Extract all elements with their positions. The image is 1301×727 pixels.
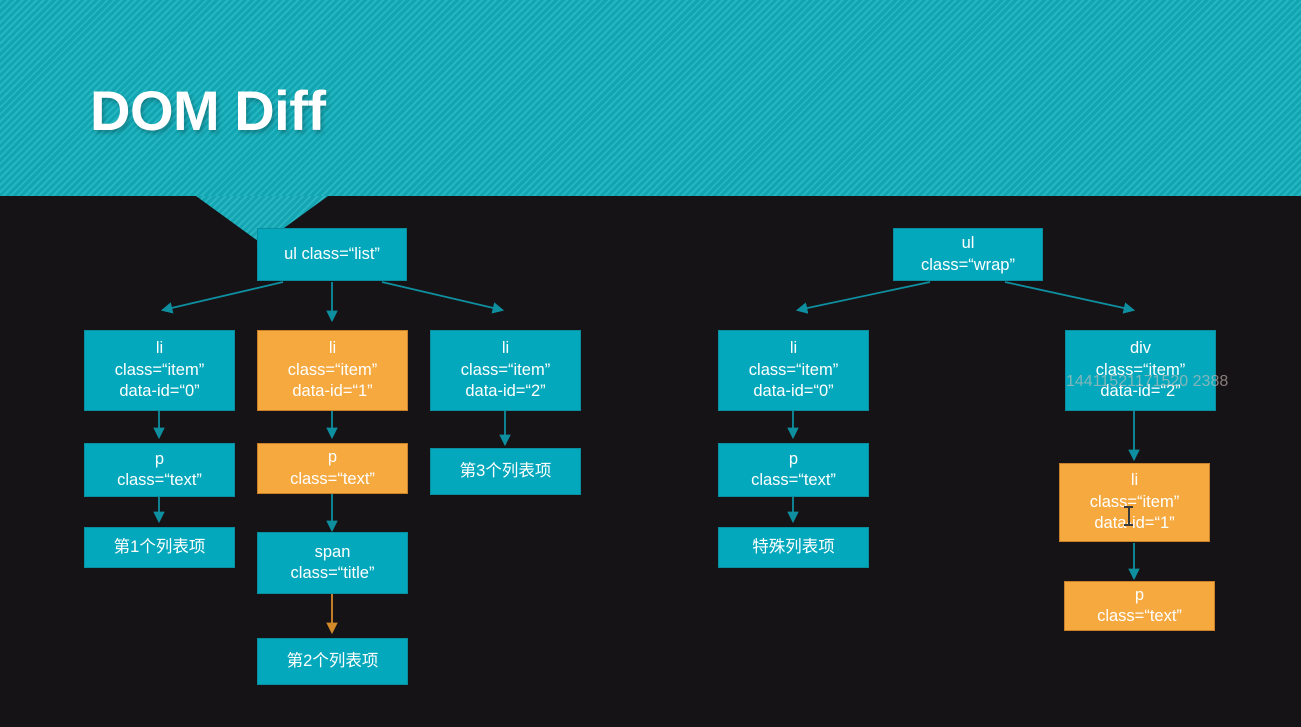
node-li-item-1-right[interactable]: li class=“item” data-id=“1” [1059,463,1210,542]
node-label: p class=“text” [751,449,836,489]
node-p-text-1-left[interactable]: p class=“text” [257,443,408,494]
node-text-item-3[interactable]: 第3个列表项 [430,448,581,495]
node-text-item-1[interactable]: 第1个列表项 [84,527,235,568]
page-title: DOM Diff [90,79,326,142]
text-cursor-icon [1124,506,1133,526]
node-ul-wrap[interactable]: ul class=“wrap” [893,228,1043,281]
node-label: li class=“item” data-id=“1” [1089,471,1180,533]
node-label: span class=“title” [290,542,375,582]
node-label: p class=“text” [290,448,375,488]
node-label: 第2个列表项 [286,651,379,670]
node-label: li class=“item” data-id=“0” [748,339,839,401]
node-label: 第3个列表项 [459,461,552,480]
node-p-text-0-right[interactable]: p class=“text” [718,443,869,497]
watermark-text: 14411521171520 2388 [1066,373,1229,390]
header-banner [0,0,1301,196]
node-label: p class=“text” [117,449,202,489]
node-p-text-0-left[interactable]: p class=“text” [84,443,235,497]
node-div-item-2-right[interactable]: div class=“item” data-id=“2” [1065,330,1216,411]
node-li-item-0-right[interactable]: li class=“item” data-id=“0” [718,330,869,411]
node-label: ul class=“wrap” [921,234,1015,274]
node-li-item-0-left[interactable]: li class=“item” data-id=“0” [84,330,235,411]
node-label: 特殊列表项 [752,537,835,556]
node-text-item-2[interactable]: 第2个列表项 [257,638,408,685]
node-label: p class=“text” [1097,585,1182,625]
node-label: li class=“item” data-id=“0” [114,339,205,401]
node-label: 第1个列表项 [113,537,206,556]
node-label: div class=“item” data-id=“2” [1095,339,1186,401]
node-label: li class=“item” data-id=“1” [287,339,378,401]
node-li-item-1-left[interactable]: li class=“item” data-id=“1” [257,330,408,411]
node-label: ul class=“list” [284,244,380,263]
node-text-special[interactable]: 特殊列表项 [718,527,869,568]
node-label: li class=“item” data-id=“2” [460,339,551,401]
node-span-title[interactable]: span class=“title” [257,532,408,594]
node-li-item-2-left[interactable]: li class=“item” data-id=“2” [430,330,581,411]
node-ul-list[interactable]: ul class=“list” [257,228,407,281]
node-p-text-1-right[interactable]: p class=“text” [1064,581,1215,631]
